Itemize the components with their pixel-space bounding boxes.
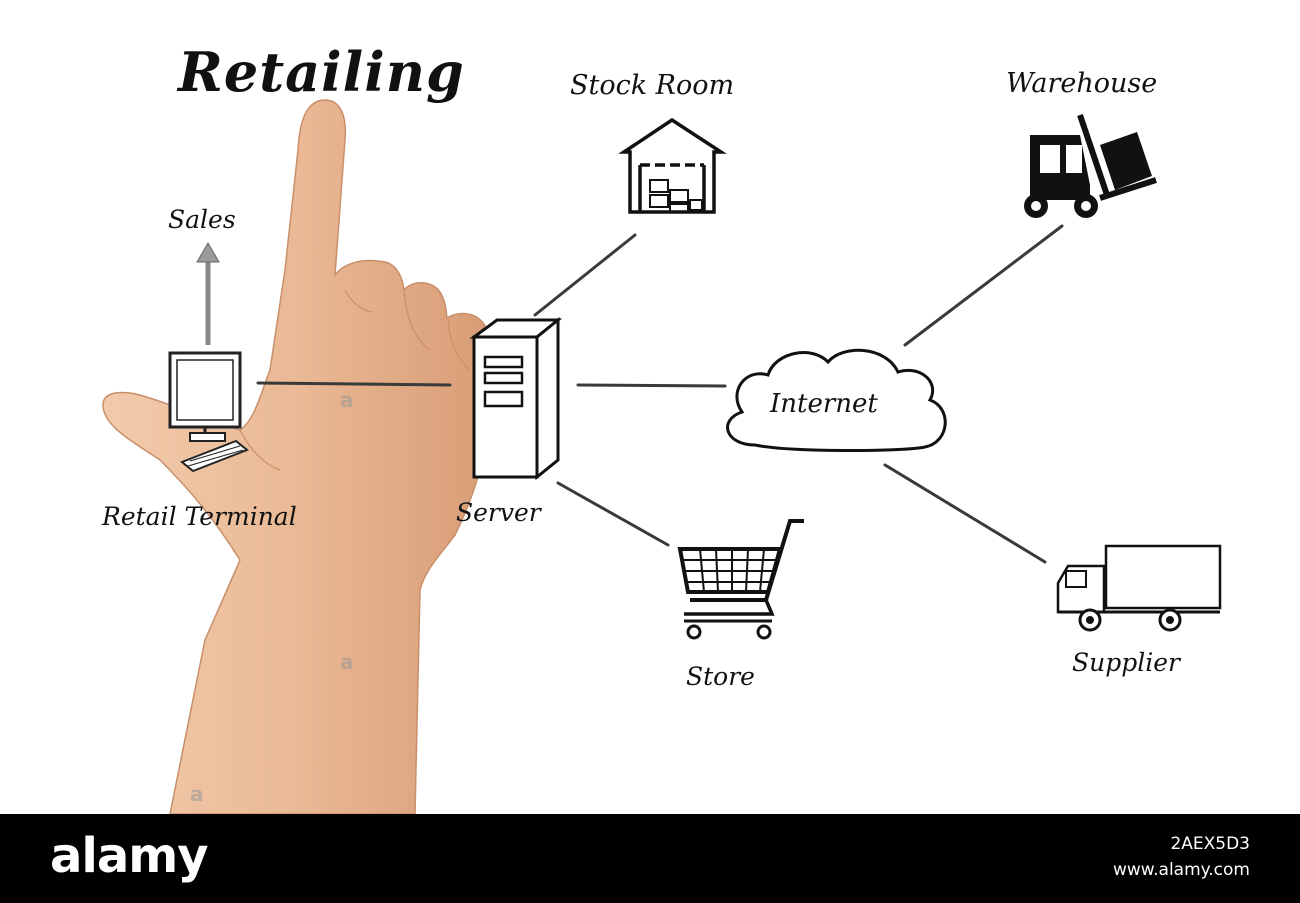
label-retail-terminal: Retail Terminal: [102, 502, 297, 531]
line-server-stockroom: [533, 233, 637, 317]
server-icon: [469, 316, 563, 481]
alamy-logo[interactable]: alamy: [50, 828, 209, 884]
label-store: Store: [686, 662, 755, 691]
image-id: 2AEX5D3: [1170, 834, 1250, 854]
forklift-icon: [1024, 114, 1157, 218]
arrow-up-icon: [196, 242, 220, 345]
diagram-graphics: [102, 99, 1222, 814]
line-terminal-server: [256, 381, 452, 387]
line-internet-supplier: [883, 463, 1047, 564]
label-sales: Sales: [168, 205, 236, 234]
label-internet: Internet: [770, 389, 878, 419]
connections: [256, 224, 1064, 564]
label-server: Server: [456, 498, 541, 527]
label-warehouse: Warehouse: [1006, 68, 1158, 99]
stock-room-icon: [618, 117, 727, 214]
stock-footer-bar: alamy 2AEX5D3 www.alamy.com: [0, 814, 1300, 903]
line-server-store: [556, 481, 670, 547]
watermark-mark: a: [340, 650, 354, 674]
diagram-canvas: Retailing Stock Room Warehouse Sales Int…: [102, 40, 1222, 814]
shopping-cart-icon: [677, 519, 804, 640]
line-internet-warehouse: [903, 224, 1064, 347]
delivery-truck-icon: [1056, 544, 1222, 632]
cloud-icon: [726, 348, 947, 453]
watermark-mark: a: [340, 388, 354, 412]
site-url[interactable]: www.alamy.com: [1112, 860, 1250, 880]
computer-terminal-icon: [168, 351, 249, 473]
watermark-mark: a: [190, 782, 204, 806]
hand: [102, 99, 489, 814]
label-stock-room: Stock Room: [570, 70, 735, 101]
diagram-title: Retailing: [178, 40, 465, 104]
line-server-internet: [576, 383, 727, 388]
label-supplier: Supplier: [1072, 648, 1180, 677]
